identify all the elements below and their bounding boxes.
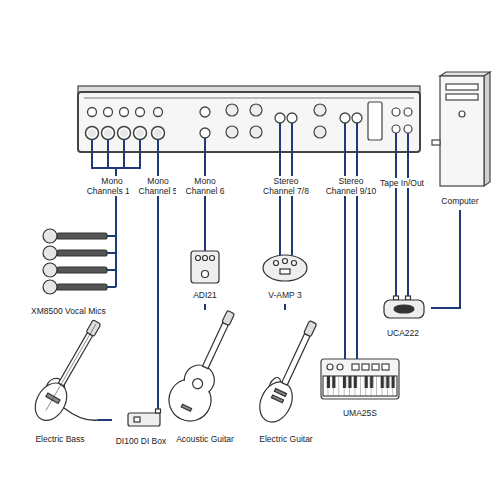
xlr-inputs — [86, 127, 165, 140]
device-label: Electric Bass — [34, 434, 85, 444]
panel-edge — [84, 98, 414, 99]
di-box: DI100 DI Box — [112, 410, 170, 450]
channel-label: Stereo Channel 9/10 — [322, 176, 380, 196]
device-label: DI100 DI Box — [115, 436, 168, 446]
computer-tower: Computer — [428, 72, 492, 210]
keyboard-figure — [321, 359, 399, 399]
device-label: ADI21 — [192, 290, 218, 300]
vocal-mics: XM8500 Vocal Mics — [30, 226, 125, 320]
cable-connector — [204, 304, 206, 310]
uca222-figure — [384, 296, 424, 318]
cable-connector — [284, 304, 286, 310]
adi21-pedal — [191, 251, 219, 283]
electric-bass: Electric Bass — [22, 318, 98, 448]
bass-figure — [29, 315, 109, 426]
microphones — [43, 229, 107, 294]
cable-connector — [431, 210, 460, 308]
switch-plate — [368, 102, 382, 140]
acoustic-guitar: Acoustic Guitar — [165, 310, 245, 448]
channel-label: Mono Channel 6 — [176, 176, 234, 196]
rca-jacks — [392, 108, 412, 133]
di-box-figure — [128, 409, 161, 426]
xlr-inner — [88, 129, 162, 137]
bass-cable — [64, 408, 98, 420]
device-label: Acoustic Guitar — [175, 434, 235, 444]
device-label: UMA25S — [342, 408, 378, 418]
knobs — [226, 104, 326, 138]
acoustic-figure — [162, 303, 250, 428]
mixer-panel — [78, 86, 420, 152]
device-label: Computer — [440, 196, 479, 206]
acoustic-preamp: ADI21 — [180, 248, 230, 304]
guitar-modeler: V-AMP 3 — [258, 248, 312, 304]
midi-keyboard: UMA25S — [318, 356, 402, 422]
channel-label: Stereo Channel 7/8 — [257, 176, 315, 196]
electric-figure — [254, 316, 327, 427]
panel-body — [78, 92, 420, 152]
cable-connector — [98, 419, 112, 421]
device-label: XM8500 Vocal Mics — [30, 306, 107, 316]
device-label: Electric Guitar — [258, 434, 313, 444]
cables — [91, 123, 408, 409]
electric-guitar: Electric Guitar — [250, 310, 322, 448]
channel-label: Tape In/Out — [378, 178, 426, 188]
device-label: UCA222 — [386, 328, 420, 338]
usb-interface: UCA222 — [375, 296, 431, 342]
device-label: V-AMP 3 — [267, 290, 302, 300]
vamp-unit — [263, 255, 307, 281]
computer-tower — [432, 72, 490, 186]
